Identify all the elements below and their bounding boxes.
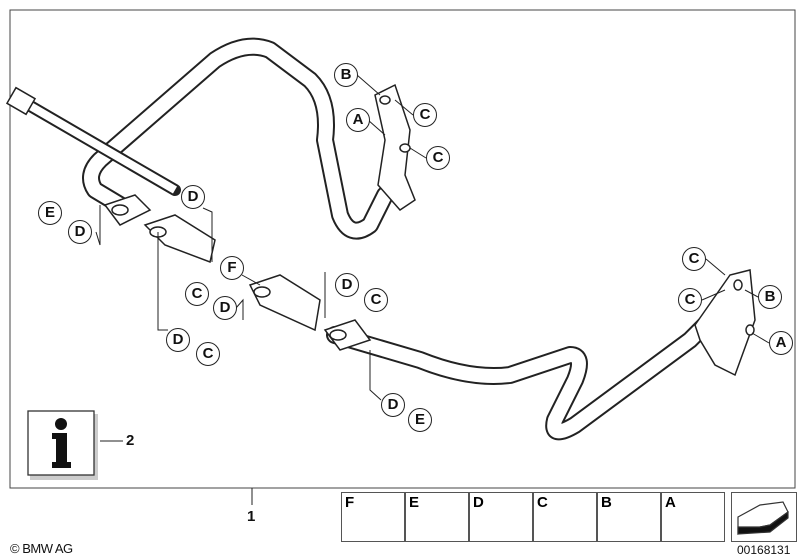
callout-b: B — [758, 285, 782, 309]
callout-b: B — [334, 63, 358, 87]
callout-d: D — [213, 296, 237, 320]
legend-cell-e: E — [405, 492, 469, 542]
callout-d: D — [381, 393, 405, 417]
callout-e: E — [38, 201, 62, 225]
legend-cell-arrow — [731, 492, 797, 542]
callout-c: C — [682, 247, 706, 271]
lower-guard-tube — [326, 316, 714, 441]
callout-d: D — [335, 273, 359, 297]
legend-letter: C — [537, 494, 548, 511]
callout-c: C — [196, 342, 220, 366]
legend-cell-c: C — [533, 492, 597, 542]
legend-cell-a: A — [661, 492, 725, 542]
diagram-id: 00168131 — [737, 543, 791, 557]
legend-letter: F — [345, 494, 355, 511]
callout-a: A — [769, 331, 793, 355]
upper-guard-tube — [82, 37, 394, 240]
callout-c: C — [678, 288, 702, 312]
part-number-2: 2 — [126, 432, 135, 449]
callout-d: D — [166, 328, 190, 352]
callout-a: A — [346, 108, 370, 132]
legend-letter: B — [601, 494, 612, 511]
legend-cell-b: B — [597, 492, 661, 542]
callout-d: D — [68, 220, 92, 244]
legend-letter: E — [409, 494, 420, 511]
callout-c: C — [364, 288, 388, 312]
callout-c: C — [426, 146, 450, 170]
legend-cell-d: D — [469, 492, 533, 542]
part-number-1: 1 — [247, 508, 256, 525]
info-icon — [27, 410, 98, 480]
legend-cell-f: F — [341, 492, 405, 542]
threaded-rod — [5, 86, 181, 196]
callout-d: D — [181, 185, 205, 209]
legend-letter: A — [665, 494, 676, 511]
callout-f: F — [220, 256, 244, 280]
callout-c: C — [185, 282, 209, 306]
legend-letter: D — [473, 494, 484, 511]
leader-lines — [95, 74, 770, 401]
callout-e: E — [408, 408, 432, 432]
diagram-frame — [9, 9, 796, 489]
brackets — [103, 83, 756, 377]
copyright: © BMW AG — [10, 541, 73, 556]
callout-c: C — [413, 103, 437, 127]
